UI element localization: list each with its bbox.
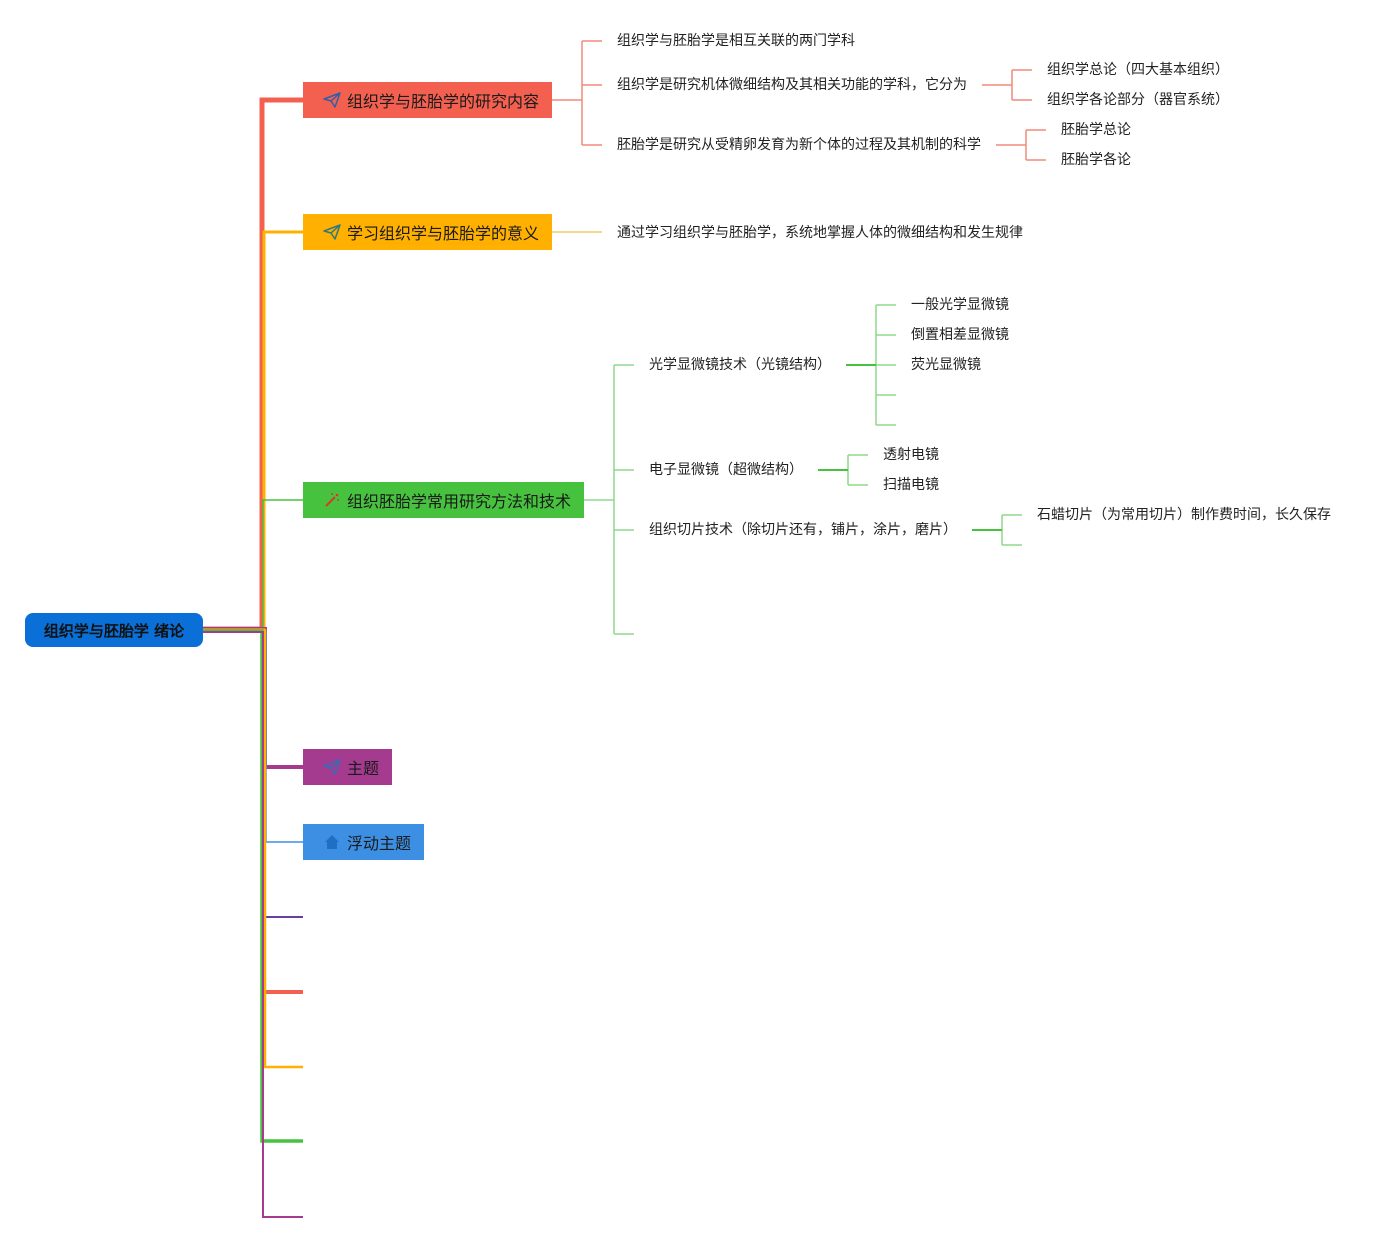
connector-theme <box>203 627 303 769</box>
connector-empty-2 <box>203 628 303 994</box>
leaf-transmission-em[interactable]: 透射电镜 <box>883 447 939 463</box>
leaf-histology-definition[interactable]: 组织学是研究机体微细结构及其相关功能的学科，它分为 <box>617 77 967 93</box>
connector-research <box>203 97 303 632</box>
leaf-paraffin-section[interactable]: 石蜡切片（为常用切片）制作费时间，长久保存 <box>1037 507 1331 523</box>
connector-empty-1 <box>203 630 303 918</box>
connector-empty-3 <box>203 628 303 1069</box>
paper-plane-icon <box>321 758 343 776</box>
leaf-ordinary-light-microscope[interactable]: 一般光学显微镜 <box>911 297 1009 313</box>
leaf-general-histology[interactable]: 组织学总论（四大基本组织） <box>1047 62 1229 78</box>
topic-research-content[interactable]: 组织学与胚胎学的研究内容 <box>303 82 552 118</box>
magic-wand-icon <box>321 491 343 509</box>
paper-plane-icon <box>321 91 343 109</box>
connector-floating <box>203 631 303 843</box>
topic-learning-meaning[interactable]: 学习组织学与胚胎学的意义 <box>303 214 552 250</box>
leaf-embryology-definition[interactable]: 胚胎学是研究从受精卵发育为新个体的过程及其机制的科学 <box>617 137 981 153</box>
topic-research-content-label: 组织学与胚胎学的研究内容 <box>347 92 540 111</box>
topic-theme[interactable]: 主题 <box>303 749 392 785</box>
leaf-systemic-histology[interactable]: 组织学各论部分（器官系统） <box>1047 92 1229 108</box>
leaf-light-microscopy[interactable]: 光学显微镜技术（光镜结构） <box>649 357 831 373</box>
house-icon <box>321 833 343 851</box>
paper-plane-icon <box>321 223 343 241</box>
leaf-inverted-phase-contrast-microscope[interactable]: 倒置相差显微镜 <box>911 327 1009 343</box>
topic-research-methods-label: 组织胚胎学常用研究方法和技术 <box>347 492 572 511</box>
leaf-related-disciplines[interactable]: 组织学与胚胎学是相互关联的两门学科 <box>617 33 855 49</box>
leaf-electron-microscopy[interactable]: 电子显微镜（超微结构） <box>649 462 803 478</box>
leaf-tissue-section-technique[interactable]: 组织切片技术（除切片还有，铺片，涂片，磨片） <box>649 522 957 538</box>
root-topic[interactable]: 组织学与胚胎学 绪论 <box>25 613 203 647</box>
connector-methods <box>203 499 303 632</box>
leaf-systemic-embryology[interactable]: 胚胎学各论 <box>1061 152 1131 168</box>
topic-floating-theme-label: 浮动主题 <box>347 834 412 853</box>
methods-children-connectors <box>584 304 1022 635</box>
topic-research-methods[interactable]: 组织胚胎学常用研究方法和技术 <box>303 482 584 518</box>
connector-meaning <box>203 230 303 632</box>
research-children-connectors <box>552 40 1046 161</box>
connector-empty-5 <box>203 631 303 1218</box>
leaf-scanning-em[interactable]: 扫描电镜 <box>883 477 939 493</box>
leaf-fluorescence-microscope[interactable]: 荧光显微镜 <box>911 357 981 373</box>
topic-learning-meaning-label: 学习组织学与胚胎学的意义 <box>347 224 540 243</box>
connector-empty-4 <box>203 629 303 1143</box>
topic-theme-label: 主题 <box>347 759 380 778</box>
leaf-general-embryology[interactable]: 胚胎学总论 <box>1061 122 1131 138</box>
root-topic-label: 组织学与胚胎学 绪论 <box>43 621 185 640</box>
leaf-learning-purpose[interactable]: 通过学习组织学与胚胎学，系统地掌握人体的微细结构和发生规律 <box>617 225 1023 241</box>
topic-floating-theme[interactable]: 浮动主题 <box>303 824 424 860</box>
